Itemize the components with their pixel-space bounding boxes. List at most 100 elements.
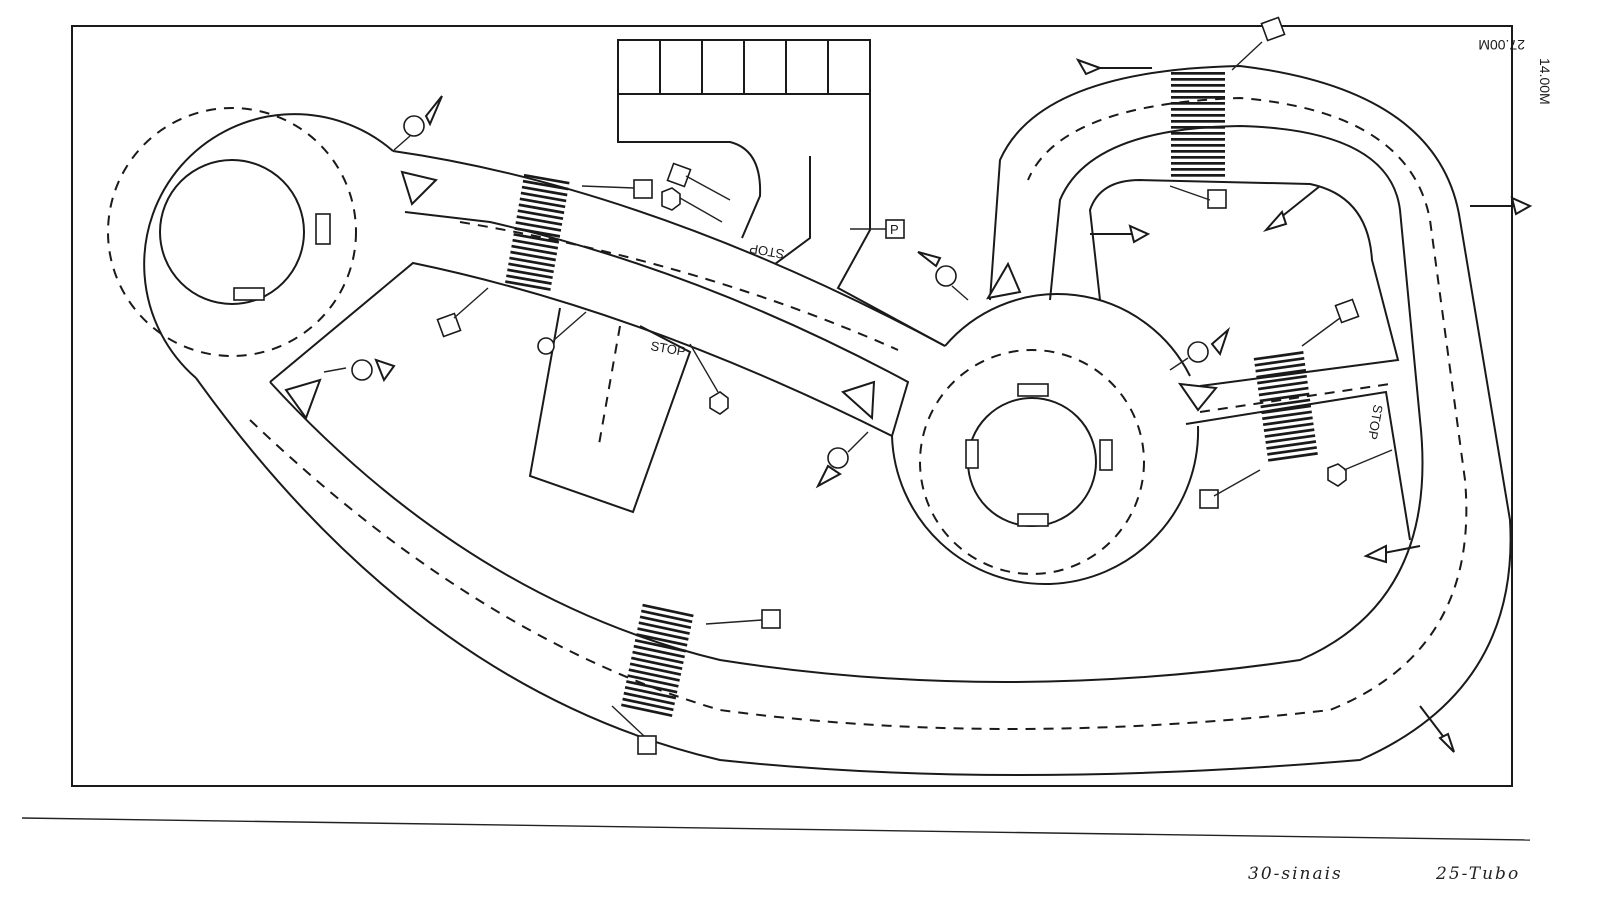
crossing-stripe	[1171, 126, 1225, 129]
crossing-stripe	[1257, 380, 1308, 391]
crossing-stripe	[1258, 386, 1309, 397]
crossing-stripe	[1171, 168, 1225, 171]
crossing-signs	[436, 16, 1360, 755]
yield-marking-2	[284, 378, 322, 421]
yield-marking-4	[986, 261, 1022, 300]
crossing-stripe	[511, 244, 558, 256]
crossing-stripe	[633, 644, 685, 659]
lower-curved-road	[195, 64, 1512, 776]
stop-marking-right: STOP	[1365, 403, 1386, 440]
yield-marking-1	[400, 170, 438, 206]
crossing-stripe	[1171, 174, 1225, 177]
crossing-stripe	[523, 173, 570, 185]
crossing-stripe	[522, 179, 569, 191]
crossing-stripe	[1171, 90, 1225, 93]
crossing-stripe	[640, 609, 693, 624]
crossing-stripe	[637, 627, 689, 641]
yield-marking-3	[841, 380, 876, 421]
crossing-stripe	[514, 227, 561, 238]
width-dimension: 14.00M	[1537, 58, 1553, 105]
crossing-stripe	[1259, 392, 1310, 403]
crossing-stripe	[508, 262, 554, 274]
stop-sign-3	[1327, 463, 1347, 487]
left-roundabout	[107, 107, 394, 379]
footer-note-signs: 30-sinais	[1248, 864, 1343, 884]
crossing-stripe	[509, 256, 555, 268]
crossing-bottom	[621, 603, 694, 717]
crossing-stripe	[1256, 368, 1307, 379]
footer-divider	[21, 817, 1531, 841]
crossing-stripe	[505, 280, 551, 291]
parking-access-road	[617, 94, 946, 347]
inner-loop-road	[1088, 178, 1411, 541]
stop-marking-parking: STOP	[748, 241, 785, 262]
crossing-stripe	[1263, 422, 1314, 432]
crossing-stripe	[621, 703, 673, 717]
crossing-stripe	[1257, 374, 1307, 385]
crossing-stripe	[638, 621, 690, 635]
crossing-stripe	[506, 274, 552, 285]
stop-sign-2	[709, 391, 729, 415]
lane-arrows	[233, 213, 1113, 527]
no-entry-sign	[666, 162, 692, 188]
crossing-stripe	[1171, 138, 1225, 141]
crossing-stripe	[642, 603, 694, 618]
crossing-stripe	[629, 662, 682, 676]
parking-bays	[617, 39, 871, 95]
crossing-stripe	[1171, 114, 1225, 117]
crossing-stripe	[639, 615, 692, 629]
round-signs	[323, 95, 1393, 489]
crossing-stripe	[632, 650, 684, 665]
crossing-stripe	[516, 215, 563, 226]
crossing-stripe	[627, 674, 679, 688]
crossing-stripe	[622, 697, 674, 712]
crossing-stripe	[1171, 108, 1225, 111]
crossing-stripe	[1171, 84, 1225, 87]
crossing-stripe	[1171, 78, 1225, 81]
crossing-stripe	[1171, 162, 1225, 165]
crossing-stripe	[515, 221, 562, 232]
footer-note-tube: 25-Tubo	[1436, 864, 1521, 884]
stop-marking-stub: STOP	[649, 338, 686, 359]
yield-marking-5	[1177, 382, 1218, 412]
crossing-stripe	[513, 232, 560, 244]
crossing-stripe	[1171, 156, 1225, 159]
crossing-stripe	[510, 250, 557, 262]
connector-road	[392, 150, 946, 347]
crossing-stripe	[634, 638, 687, 653]
crossing-stripe	[628, 668, 680, 682]
crossing-right	[1253, 351, 1318, 462]
crossing-stripe	[1171, 96, 1225, 99]
crossing-stripe	[518, 203, 565, 215]
crossing-stripe	[1254, 356, 1305, 367]
crossing-stripe	[507, 268, 553, 280]
crossing-stripe	[623, 691, 675, 706]
crossing-stripe	[1265, 434, 1316, 444]
crossing-stripe	[635, 633, 688, 647]
crossing-stripe	[1253, 351, 1304, 361]
crossing-stripe	[1171, 150, 1225, 153]
stop-sign-1	[661, 187, 681, 211]
crossing-left	[505, 173, 570, 291]
right-roundabout	[891, 293, 1200, 586]
crossing-stripe	[1171, 102, 1225, 105]
crossing-top-right	[1171, 72, 1225, 177]
length-dimension: 27.00M	[1478, 37, 1525, 53]
crossing-stripe	[631, 656, 683, 671]
crossing-stripe	[517, 209, 564, 220]
side-stub-road	[528, 307, 692, 514]
crossing-stripe	[512, 238, 559, 250]
crossing-stripe	[1267, 446, 1317, 456]
crossing-stripe	[1260, 398, 1311, 409]
crossing-stripe	[1171, 144, 1225, 147]
parking-sign-label: P	[890, 222, 899, 237]
crossing-stripe	[1267, 452, 1318, 462]
crossing-stripe	[519, 197, 566, 209]
crossing-stripe	[1255, 362, 1306, 373]
crossing-stripe	[1171, 132, 1225, 135]
crossing-stripe	[1266, 440, 1317, 450]
crossing-stripe	[1262, 416, 1313, 427]
crossing-stripe	[624, 685, 677, 700]
crossing-stripe	[1261, 404, 1312, 415]
